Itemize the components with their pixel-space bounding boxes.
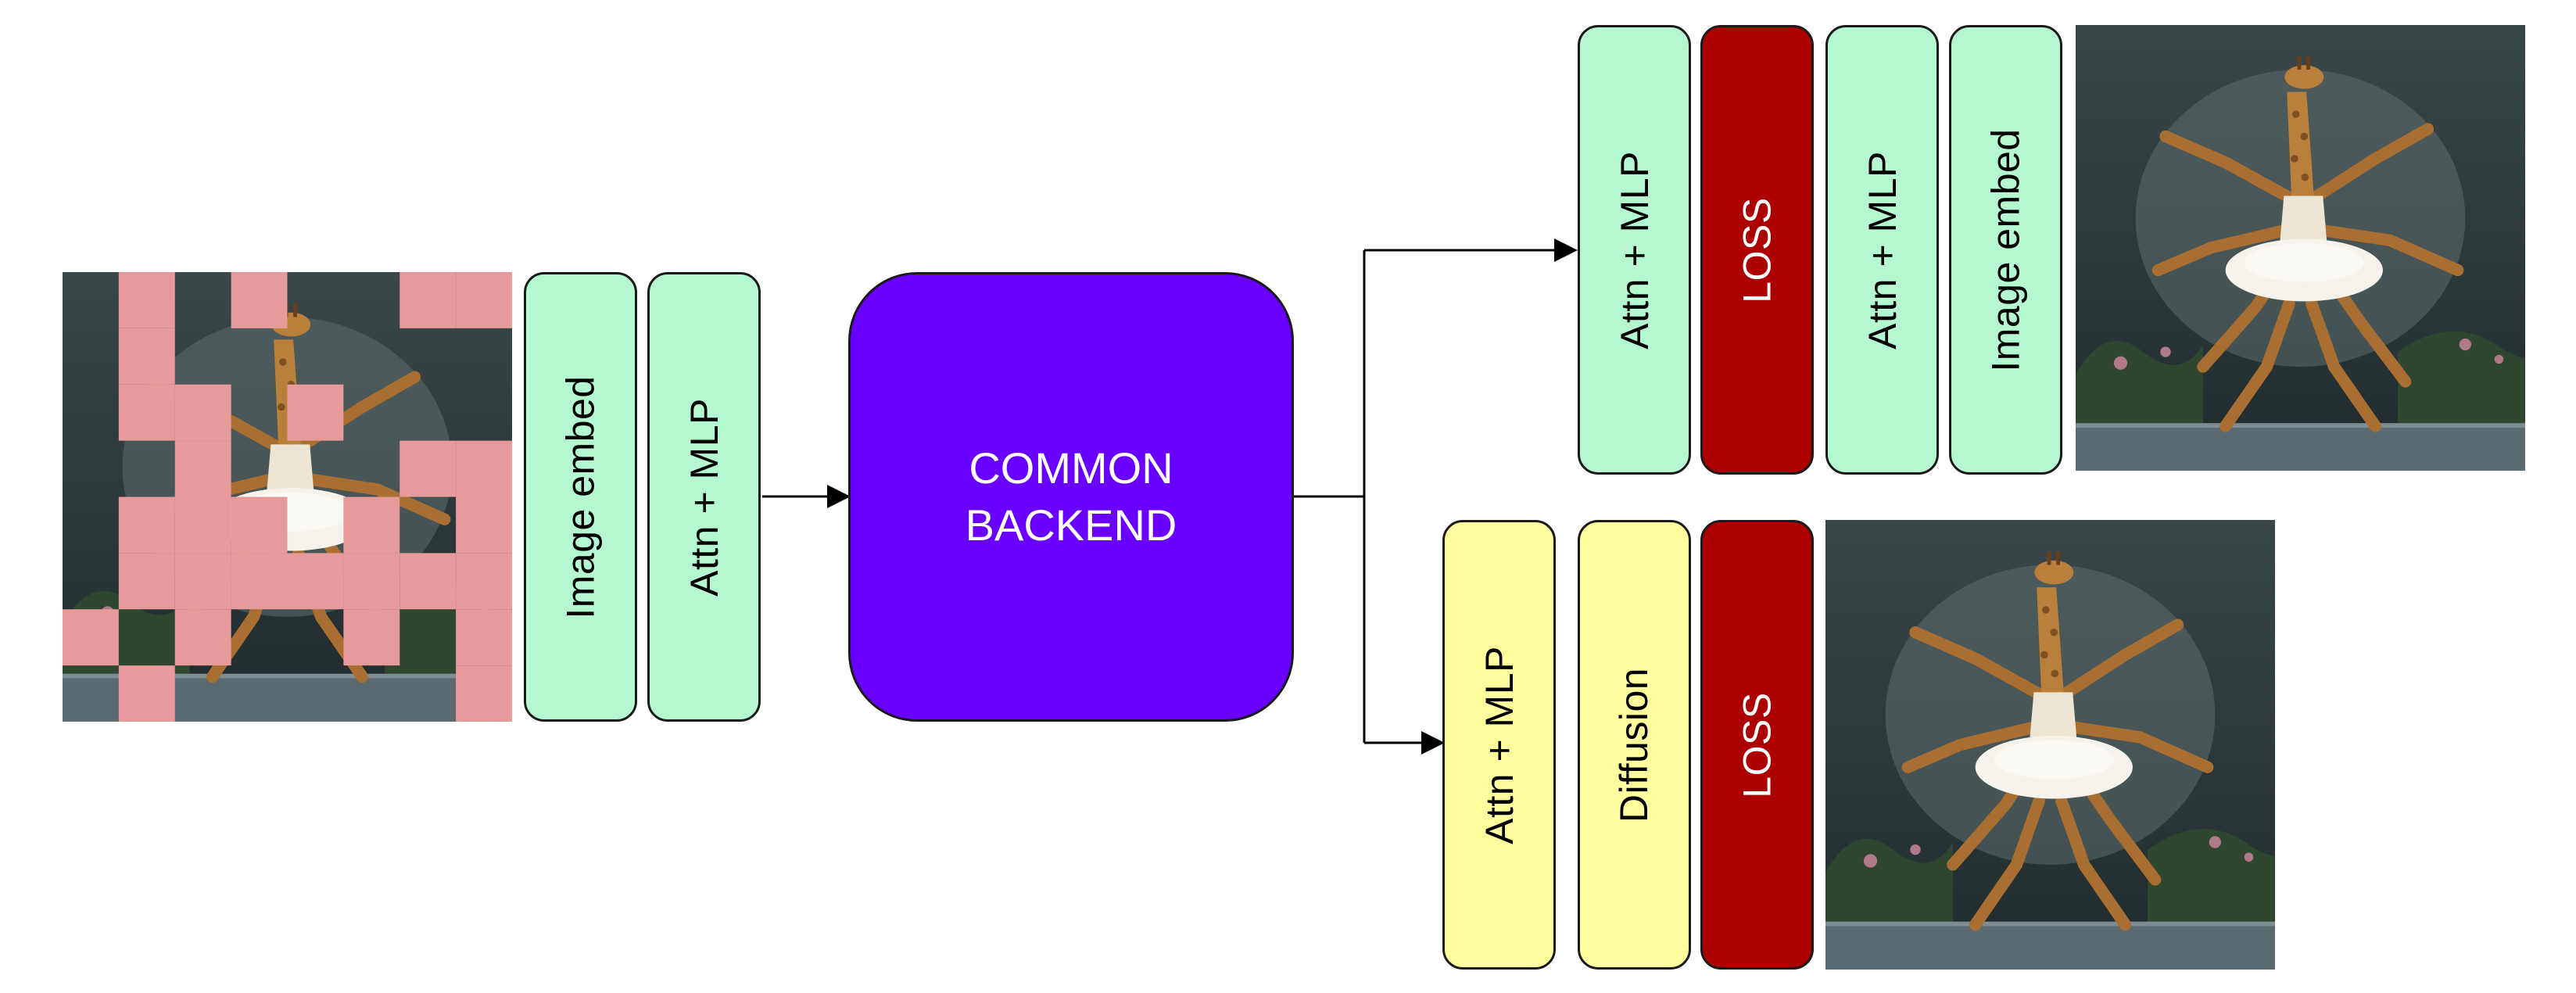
mask-patch — [456, 440, 512, 497]
top-attn-mlp-block-2: Attn + MLP — [1825, 25, 1939, 475]
bottom-attn-mlp-block: Attn + MLP — [1442, 520, 1556, 970]
mask-patch — [287, 553, 344, 610]
mask-patch — [63, 609, 119, 666]
mask-patch — [399, 272, 457, 328]
mask-patch — [174, 609, 231, 666]
top-image-embed-block: Image embed — [1949, 25, 2062, 475]
common-backend-label: COMMON BACKEND — [965, 443, 1177, 550]
mask-patch — [118, 384, 175, 441]
mask-patch — [174, 496, 231, 554]
masked-input-image — [63, 272, 512, 722]
mask-patch — [174, 440, 231, 497]
mask-patch — [399, 440, 457, 497]
mask-patch — [343, 609, 400, 666]
image-embed-label: Image embed — [558, 375, 603, 619]
mask-patch — [456, 553, 512, 610]
top-loss-label: LOSS — [1735, 196, 1779, 303]
mask-patch — [343, 496, 400, 554]
reconstructed-image — [2076, 25, 2525, 471]
mask-patch — [118, 328, 175, 385]
mask-patch — [118, 272, 175, 328]
common-backend-block: COMMON BACKEND — [848, 272, 1294, 722]
top-loss-block: LOSS — [1700, 25, 1814, 475]
mask-patch — [456, 665, 512, 722]
attn-mlp-label: Attn + MLP — [682, 397, 726, 597]
mask-patch — [343, 553, 400, 610]
mask-patch — [456, 496, 512, 554]
mask-patch — [456, 609, 512, 666]
bottom-attn-mlp-label: Attn + MLP — [1477, 645, 1521, 844]
mask-patch — [399, 553, 457, 610]
mask-patch — [174, 384, 231, 441]
bottom-loss-block: LOSS — [1700, 520, 1814, 970]
image-embed-block: Image embed — [524, 272, 637, 722]
mask-patch — [118, 496, 175, 554]
diffusion-label: Diffusion — [1612, 667, 1657, 823]
mask-patch — [118, 553, 175, 610]
generated-image — [1825, 520, 2275, 970]
mask-patch — [118, 665, 175, 722]
top-attn-mlp-label: Attn + MLP — [1612, 150, 1657, 350]
diffusion-block: Diffusion — [1578, 520, 1691, 970]
top-image-embed-label: Image embed — [1983, 127, 2028, 372]
mask-patch — [231, 272, 288, 328]
top-attn-mlp-block: Attn + MLP — [1578, 25, 1691, 475]
mask-patch — [287, 384, 344, 441]
attn-mlp-block: Attn + MLP — [647, 272, 761, 722]
mask-patch — [456, 272, 512, 328]
top-attn-mlp-label-2: Attn + MLP — [1860, 150, 1904, 350]
mask-patch — [174, 553, 231, 610]
mask-patch — [231, 496, 288, 554]
mask-patch — [231, 553, 288, 610]
mask-patches — [63, 272, 512, 722]
bottom-loss-label: LOSS — [1735, 691, 1779, 798]
